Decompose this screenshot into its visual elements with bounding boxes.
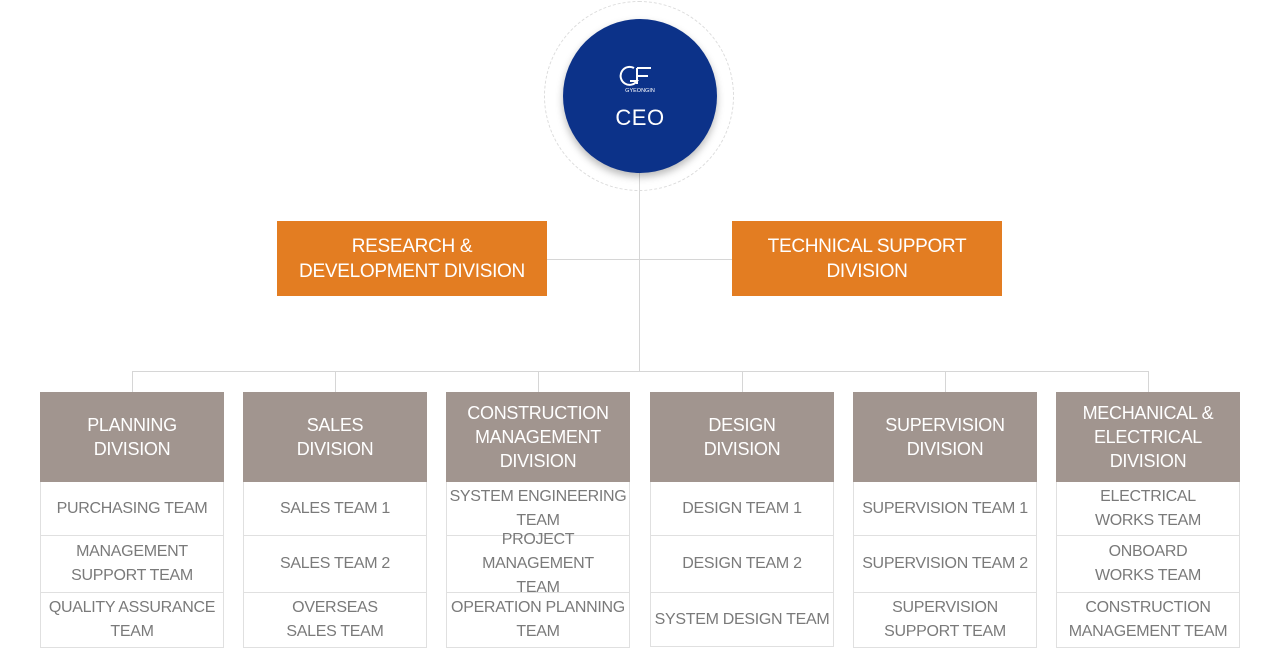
team-cell: MANAGEMENT SUPPORT TEAM [40,536,224,593]
team-cell: CONSTRUCTION MANAGEMENT TEAM [1056,593,1240,648]
division-header: SUPERVISION DIVISION [853,392,1037,482]
ceo-vertical-connector [639,173,640,372]
branch-connector-sales [335,371,336,392]
division-header: MECHANICAL & ELECTRICAL DIVISION [1056,392,1240,482]
ceo-outer-ring [544,1,734,191]
team-cell: SALES TEAM 1 [243,482,427,536]
team-cell: PURCHASING TEAM [40,482,224,536]
team-cell: ELECTRICAL WORKS TEAM [1056,482,1240,536]
ceo-node: GYEONGIN CEO [563,19,717,173]
team-cell: OVERSEAS SALES TEAM [243,593,427,648]
team-cell: QUALITY ASSURANCE TEAM [40,593,224,648]
company-logo-icon: GYEONGIN [619,65,655,94]
team-cell: SUPERVISION TEAM 1 [853,482,1037,536]
division-research-development: RESEARCH & DEVELOPMENT DIVISION [277,221,547,296]
team-cell: PROJECT MANAGEMENT TEAM [446,531,630,596]
team-cell: SUPERVISION SUPPORT TEAM [853,593,1037,648]
division-column-sales: SALES DIVISION SALES TEAM 1 SALES TEAM 2… [243,392,427,648]
division-column-construction-management: CONSTRUCTION MANAGEMENT DIVISION SYSTEM … [446,392,630,648]
division-header: DESIGN DIVISION [650,392,834,482]
team-cell: OPERATION PLANNING TEAM [446,593,630,648]
division-column-planning: PLANNING DIVISION PURCHASING TEAM MANAGE… [40,392,224,648]
team-cell: ONBOARD WORKS TEAM [1056,536,1240,593]
branch-connector-planning [132,371,133,392]
branch-connector-mechanical [1148,371,1149,392]
team-cell: DESIGN TEAM 2 [650,536,834,593]
division-column-mechanical-electrical: MECHANICAL & ELECTRICAL DIVISION ELECTRI… [1056,392,1240,648]
logo-text: GYEONGIN [625,88,655,94]
division-header: SALES DIVISION [243,392,427,482]
branch-connector-supervision [945,371,946,392]
lower-horizontal-connector [132,371,1149,372]
division-header: PLANNING DIVISION [40,392,224,482]
team-cell: SUPERVISION TEAM 2 [853,536,1037,593]
team-cell: DESIGN TEAM 1 [650,482,834,536]
upper-horizontal-connector [547,259,732,260]
ceo-title: CEO [615,105,665,130]
division-column-design: DESIGN DIVISION DESIGN TEAM 1 DESIGN TEA… [650,392,834,647]
team-cell: SALES TEAM 2 [243,536,427,593]
team-cell: SYSTEM DESIGN TEAM [650,593,834,647]
branch-connector-design [742,371,743,392]
division-header: CONSTRUCTION MANAGEMENT DIVISION [446,392,630,482]
team-cell: SYSTEM ENGINEERING TEAM [446,482,630,536]
branch-connector-construction [538,371,539,392]
division-technical-support: TECHNICAL SUPPORT DIVISION [732,221,1002,296]
division-column-supervision: SUPERVISION DIVISION SUPERVISION TEAM 1 … [853,392,1037,648]
